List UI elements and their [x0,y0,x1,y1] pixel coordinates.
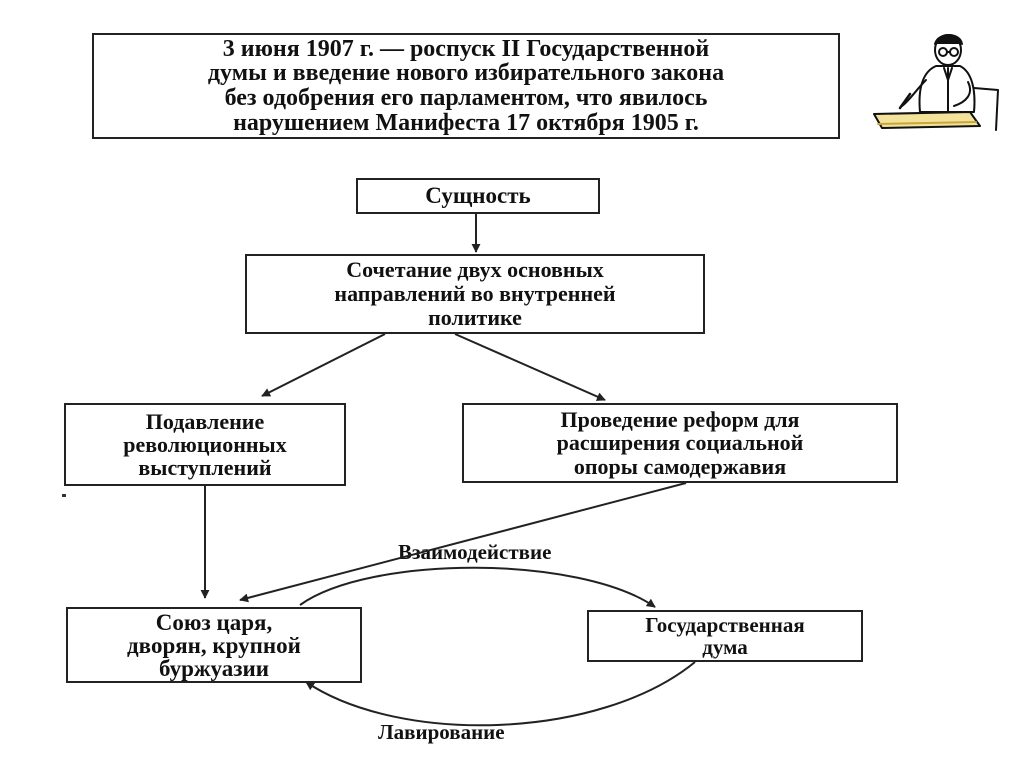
union-node-label: Союз царя, дворян, крупной буржуазии [127,609,301,681]
union-node: Союз царя, дворян, крупной буржуазии [66,607,362,683]
arc-interaction-union-to-duma [299,566,656,608]
duma-node: Государственная дума [587,610,863,662]
essence-node-label: Сущность [425,183,531,209]
arrow-combination-to-suppression [261,333,386,397]
duma-node-label: Государственная дума [645,612,805,659]
combination-node-label: Сочетание двух основных направлений во в… [334,257,616,330]
essence-node: Сущность [356,178,600,214]
reforms-node-label: Проведение реформ для расширения социаль… [556,407,804,479]
suppression-node-label: Подавление революционных выступлений [123,408,287,481]
header-statement-box: 3 июня 1907 г. — роспуск II Государствен… [92,33,840,139]
combination-node: Сочетание двух основных направлений во в… [245,254,705,334]
suppression-node: Подавление революционных выступлений [64,403,346,486]
arrow-combination-to-reforms [454,333,606,401]
scientist-writing-illustration [873,34,999,131]
arc-maneuvering-duma-to-union [305,661,696,727]
arrow-reforms-to-union [239,482,687,603]
header-statement-text: 3 июня 1907 г. — роспуск II Государствен… [207,35,725,136]
reforms-node: Проведение реформ для расширения социаль… [462,403,898,483]
stray-mark [62,494,66,497]
